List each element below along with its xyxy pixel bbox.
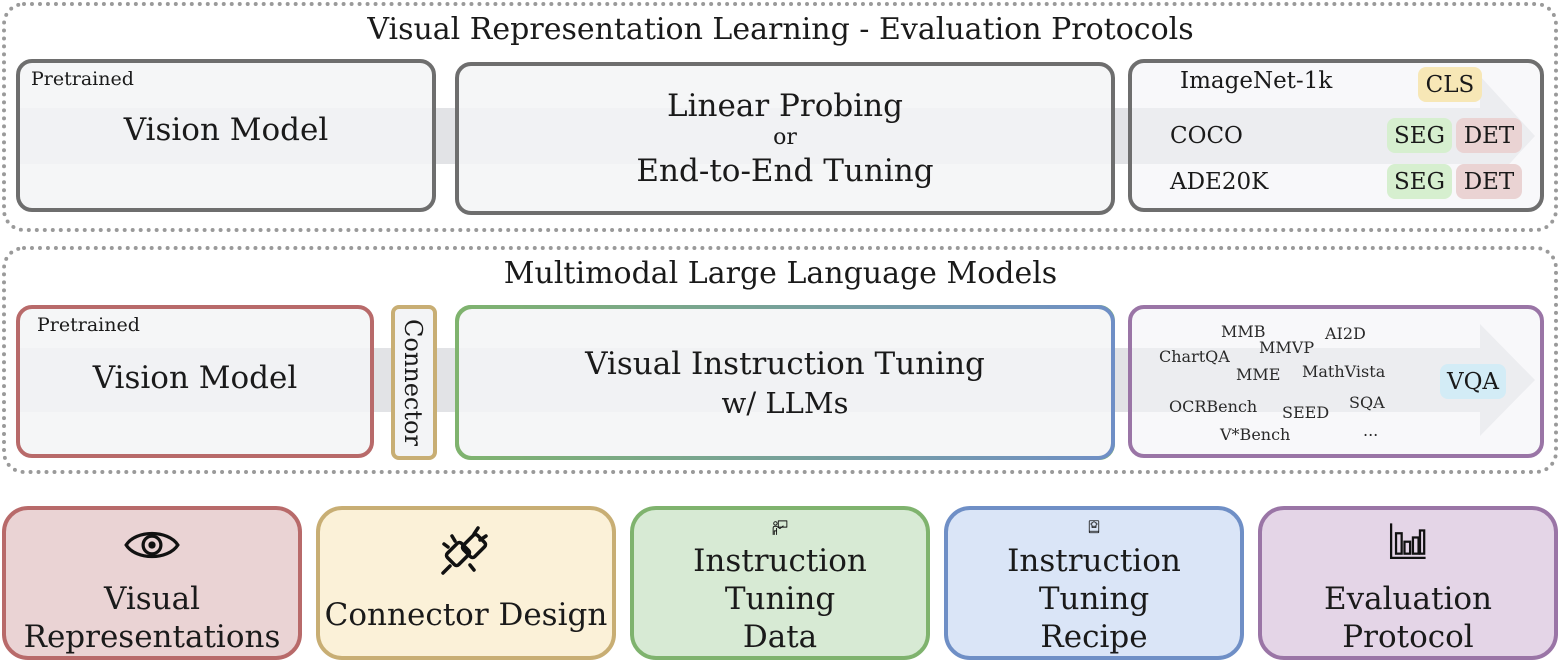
pretrained-label: Pretrained <box>31 68 134 90</box>
teacher-icon <box>772 520 788 535</box>
benchmark-label: ChartQA <box>1159 347 1230 366</box>
card-connector-design: Connector Design <box>316 506 616 660</box>
gradient-border <box>455 305 1115 460</box>
card-visual-representations: Visual Representations <box>2 506 302 660</box>
benchmark-label: ... <box>1363 421 1379 440</box>
end-to-end-label: End-to-End Tuning <box>636 152 934 189</box>
card-label: Instruction Tuning <box>693 543 867 617</box>
benchmark-label: AI2D <box>1325 324 1366 343</box>
benchmark-label: V*Bench <box>1220 425 1291 444</box>
card-evaluation-protocol: Evaluation Protocol <box>1258 506 1558 660</box>
card-label: Data <box>742 619 818 655</box>
seg-tag: SEG <box>1387 164 1452 199</box>
vqa-tag: VQA <box>1440 364 1506 399</box>
dataset-name: ADE20K <box>1170 169 1269 195</box>
connector-box: Connector <box>391 305 437 460</box>
benchmark-label: MathVista <box>1302 362 1386 381</box>
cls-tag: CLS <box>1418 67 1482 102</box>
dataset-name: ImageNet-1k <box>1180 68 1333 94</box>
benchmark-label: MMVP <box>1259 338 1315 357</box>
connector-label: Connector <box>399 319 427 446</box>
pretrained-label: Pretrained <box>37 314 140 336</box>
evaluation-protocols-section <box>2 2 1558 232</box>
vision-model-label: Vision Model <box>123 112 329 148</box>
benchmark-label: MMB <box>1221 322 1266 341</box>
linear-probing-label: Linear Probing <box>667 87 903 124</box>
section-title: Multimodal Large Language Models <box>503 256 1058 291</box>
card-label: Connector Design <box>324 597 608 633</box>
card-instruction-tuning-recipe: Instruction Tuning Recipe <box>944 506 1244 660</box>
dataset-name: COCO <box>1170 123 1243 149</box>
benchmark-label: MME <box>1236 365 1281 384</box>
recipe-book-icon <box>1088 520 1100 534</box>
plug-icon <box>441 526 488 575</box>
card-label: Instruction Tuning <box>1007 543 1181 617</box>
eye-icon <box>124 532 180 558</box>
card-label: Evaluation Protocol <box>1324 581 1492 655</box>
section-title: Visual Representation Learning - Evaluat… <box>367 12 1194 47</box>
visual-instruction-tuning-label: Visual Instruction Tuning <box>585 345 985 382</box>
vision-model-box <box>16 305 374 458</box>
benchmark-label: SEED <box>1282 403 1330 422</box>
with-llms-label: w/ LLMs <box>721 385 849 420</box>
det-tag: DET <box>1456 164 1522 199</box>
seg-tag: SEG <box>1387 118 1452 153</box>
bar-chart-icon <box>1389 523 1426 560</box>
vision-model-box <box>16 59 436 212</box>
card-label: Representations <box>23 619 281 655</box>
card-label: Recipe <box>1040 619 1148 655</box>
card-label: Visual <box>103 581 201 617</box>
card-instruction-tuning-data: Instruction Tuning Data <box>630 506 930 660</box>
benchmark-label: OCRBench <box>1169 397 1258 416</box>
mllm-section <box>2 246 1558 474</box>
probing-box: Linear Probing or End-to-End Tuning <box>455 62 1115 215</box>
benchmark-label: SQA <box>1349 393 1385 412</box>
or-label: or <box>773 124 797 150</box>
vision-model-label: Vision Model <box>92 360 298 396</box>
det-tag: DET <box>1456 118 1522 153</box>
